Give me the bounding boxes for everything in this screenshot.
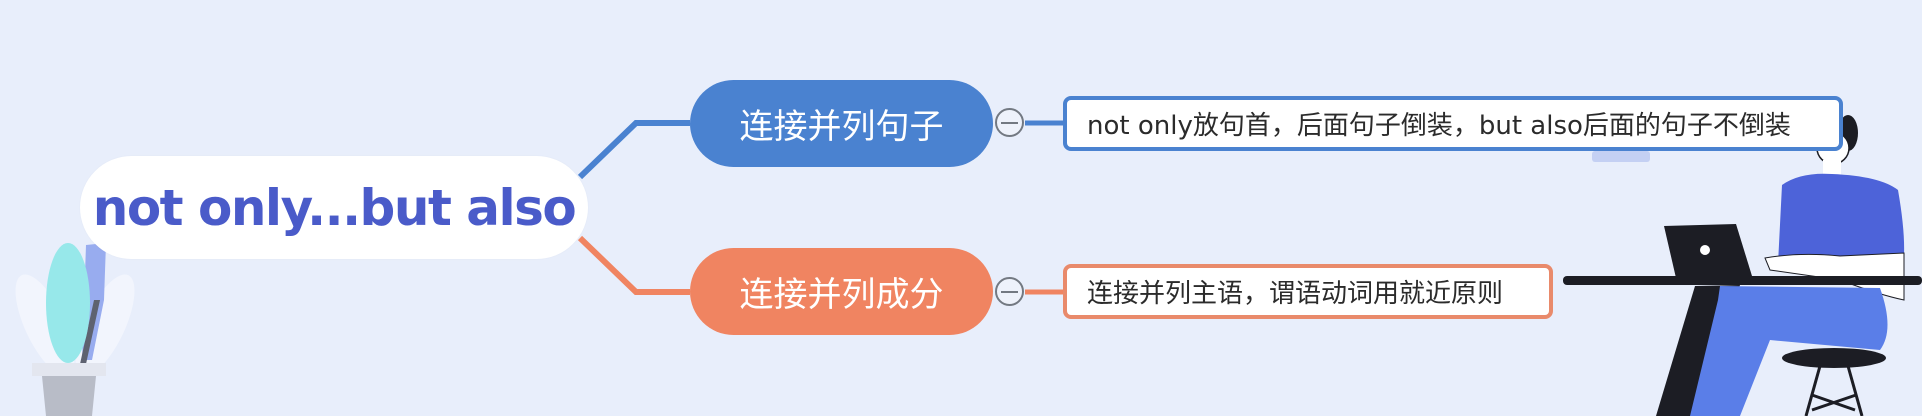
collapse-toggle-1[interactable] bbox=[995, 108, 1024, 137]
leaf-node-2[interactable]: 连接并列主语，谓语动词用就近原则 bbox=[1063, 264, 1553, 319]
branch-node-1[interactable]: 连接并列句子 bbox=[690, 80, 993, 167]
potted-plant-illustration bbox=[15, 243, 135, 416]
branch-node-1-label: 连接并列句子 bbox=[739, 107, 944, 147]
leaf-node-1-label: not only放句首，后面句子倒装，but also后面的句子不倒装 bbox=[1087, 111, 1791, 141]
person-at-laptop-illustration bbox=[1563, 115, 1922, 416]
branch-node-2-label: 连接并列成分 bbox=[739, 275, 944, 315]
branch-node-2[interactable]: 连接并列成分 bbox=[690, 248, 993, 335]
pale-card-decoration bbox=[1592, 151, 1650, 162]
connector-root-branch-2 bbox=[577, 235, 690, 295]
root-node[interactable]: not only...but also bbox=[80, 156, 588, 259]
leaf-node-1[interactable]: not only放句首，后面句子倒装，but also后面的句子不倒装 bbox=[1063, 96, 1843, 151]
connector-root-branch-1 bbox=[577, 120, 690, 180]
root-node-label: not only...but also bbox=[92, 178, 577, 237]
leaf-node-2-label: 连接并列主语，谓语动词用就近原则 bbox=[1087, 279, 1504, 309]
collapse-toggle-2[interactable] bbox=[995, 277, 1024, 306]
